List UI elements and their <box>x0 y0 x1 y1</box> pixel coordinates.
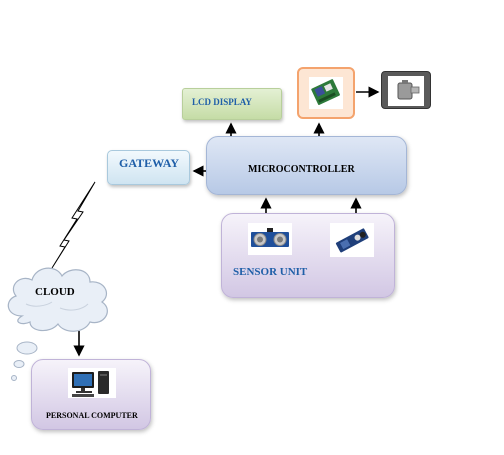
microcontroller-label: MICROCONTROLLER <box>248 164 355 175</box>
microcontroller-node: MICROCONTROLLER <box>206 136 407 195</box>
personal-computer-label: PERSONAL COMPUTER <box>46 411 138 420</box>
cloud-shape <box>7 267 108 332</box>
computer-icon <box>72 371 109 397</box>
relay-module-icon <box>309 77 343 109</box>
lcd-display-node: LCD DISPLAY <box>182 88 282 120</box>
sensor-unit-node: SENSOR UNIT <box>221 213 395 298</box>
computer-image <box>68 368 116 398</box>
ultrasonic-sensor-icon <box>251 228 289 247</box>
lcd-display-label: LCD DISPLAY <box>192 97 252 107</box>
ultrasonic-sensor-image <box>248 223 292 255</box>
gateway-label: GATEWAY <box>119 156 180 170</box>
personal-computer-node: PERSONAL COMPUTER <box>31 359 151 430</box>
relay-module-node <box>297 67 355 119</box>
sensor-unit-label: SENSOR UNIT <box>233 266 308 278</box>
motor-node <box>381 71 431 109</box>
lightning-link-icon <box>51 181 96 269</box>
ir-sensor-icon <box>335 228 369 253</box>
cloud-bubbles <box>11 341 38 381</box>
motor-icon <box>388 76 424 106</box>
gateway-node: GATEWAY <box>107 150 190 185</box>
cloud-label: CLOUD <box>35 286 75 298</box>
ir-sensor-image <box>330 223 374 257</box>
